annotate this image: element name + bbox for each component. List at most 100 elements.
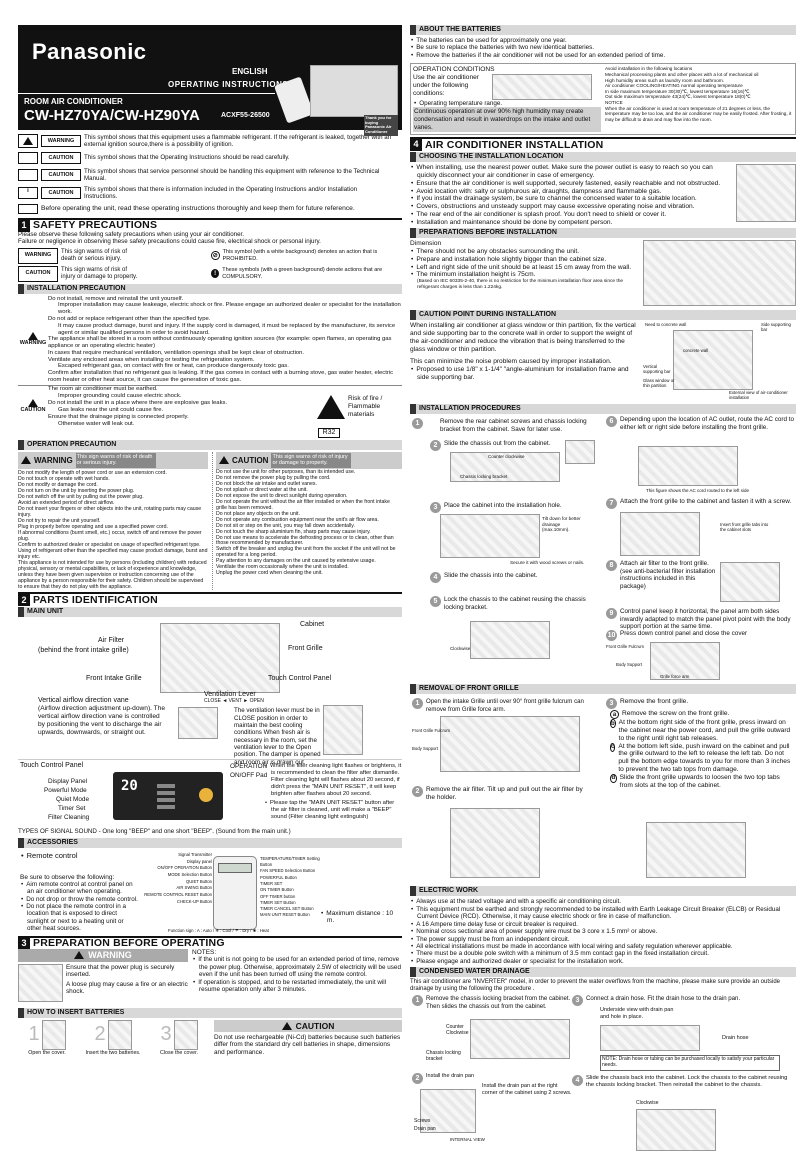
symbol-label: WARNING xyxy=(41,135,81,147)
list-item: Prepare and installation hole slightly b… xyxy=(410,256,640,264)
symbol-list: WARNING This symbol shows that this equi… xyxy=(18,132,402,216)
filter-button[interactable] xyxy=(157,805,175,810)
plug-note: A loose plug may cause a fire or an elec… xyxy=(65,980,188,996)
list-item: Ensure that the drainage piping is conne… xyxy=(48,413,189,420)
caution-point-text: This can minimize the noise problem caus… xyxy=(410,358,612,366)
remote-left-labels: Signal Transmitter Display panel ON/OFF … xyxy=(138,852,212,906)
drainage-header: CONDENSED WATER DRAINAGE xyxy=(410,967,796,978)
touch-control-section: Touch Control Panel Display Panel Powerf… xyxy=(18,759,402,827)
prep-note: (Based on IEC 60335-2-40, there is no re… xyxy=(417,279,624,290)
notes-block: NOTES: If the unit is not going to be us… xyxy=(192,949,402,1006)
list-item: Nominal cross sectional area of power su… xyxy=(410,928,796,935)
label-vent-text: The ventilation lever must be in CLOSE p… xyxy=(234,707,321,766)
step-number: 3 xyxy=(160,1022,172,1045)
fig-label: Need to concrete wall xyxy=(645,322,687,328)
fig-label: Insert front grille tabs into the cabine… xyxy=(720,522,769,533)
remote-photo xyxy=(274,76,314,124)
list-item: Improper grounding could cause electric … xyxy=(58,392,182,399)
cord-note: This figure shows the AC cord routed to … xyxy=(646,488,750,494)
quiet-button[interactable] xyxy=(157,791,175,796)
label-front-intake: Front Intake Grille xyxy=(86,675,142,683)
remote-label: AIR SWING Button xyxy=(176,885,212,891)
list-item: Air conditioner COOLING/HEATING normal o… xyxy=(605,83,743,89)
list-item: Do not modify or damage the cord. xyxy=(18,481,98,488)
list-item: Ventilate any enclosed areas when instal… xyxy=(48,356,255,363)
drainage-intro: This air conditioner are "INVERTER" mode… xyxy=(410,979,780,993)
remote-control-illustration[interactable] xyxy=(213,855,257,930)
caution-legend-text: This sign warns of risk of injury or dam… xyxy=(61,266,138,280)
list-item: Escaped refrigerant gas, on contact with… xyxy=(58,363,289,370)
warning-legend-text: This sign warns of risk of death or seri… xyxy=(61,248,128,262)
symbol-label: CAUTION xyxy=(41,169,81,181)
list-item: Do not place the remote control in a loc… xyxy=(20,903,138,933)
accessories-header: ACCESSORIES xyxy=(18,837,402,848)
list-item: Ventilate the room occasionally where th… xyxy=(216,564,349,571)
touch-panel-title: Touch Control Panel xyxy=(20,762,84,770)
remote-label: QUIET Button xyxy=(186,878,212,884)
list-item: Gas leaks near the unit could cause fire… xyxy=(58,406,164,413)
onoff-pad[interactable] xyxy=(199,788,213,803)
fig-label: Front Grille Fulcrum xyxy=(606,644,644,650)
thankyou-tag: Thank you for buying Panasonic Air Condi… xyxy=(364,115,398,136)
intake-grille-illustration xyxy=(440,716,580,773)
cover-close-illustration xyxy=(173,1019,198,1050)
fig-label: Counter Clockwise xyxy=(446,1024,469,1037)
list-item: Do not add or replace refrigerant other … xyxy=(48,315,211,322)
screw-detail-illustration xyxy=(565,440,595,465)
signal-sound-note: TYPES OF SIGNAL SOUND - One long "BEEP" … xyxy=(18,828,291,836)
dimension-label: Dimension xyxy=(410,240,442,248)
list-item: High humidity areas such as laundry room… xyxy=(605,77,725,83)
list-item: Do not expose the unit to direct sunligh… xyxy=(216,492,348,499)
list-item: When the air conditioner is used at room… xyxy=(605,105,792,123)
symbol-row: CAUTION This symbol shows that service p… xyxy=(18,166,402,184)
powerful-button[interactable] xyxy=(157,784,175,789)
warning-side-label: WARNING xyxy=(18,296,48,384)
remote-control-label: Remote control xyxy=(20,851,78,861)
list-item: Do not switch off the unit by pulling ou… xyxy=(18,493,144,500)
symbol-label: CAUTION xyxy=(41,187,81,199)
touch-label-quiet: Quiet Mode xyxy=(56,796,90,804)
info-icon: i xyxy=(18,187,38,199)
list-item: Pay attention to any damages on the unit… xyxy=(216,558,376,565)
brand-header: Panasonic ENGLISH OPERATING INSTRUCTIONS… xyxy=(18,25,402,136)
list-item: The rear end of the air conditioner is s… xyxy=(410,211,733,219)
list-item: Be sure to replace the batteries with tw… xyxy=(410,44,796,51)
list-item: The appliance shall be stored in a room … xyxy=(48,336,392,350)
section-number: 4 xyxy=(410,138,422,151)
batteries-header: HOW TO INSERT BATTERIES xyxy=(18,1007,402,1018)
battery-step: 3 Close the cover. xyxy=(150,1019,208,1068)
label-air-filter: Air Filter xyxy=(98,637,125,645)
fig-label: Chassis locking bracket xyxy=(426,1050,461,1063)
accessories-section: Remote control Be sure to observe the fo… xyxy=(18,850,402,934)
symbol-text: This symbol shows that the Operating Ins… xyxy=(84,154,290,162)
secure-note: Secure it with wood screws or nails. xyxy=(510,560,585,566)
list-item: The minimum installation height is 75cm. xyxy=(410,271,640,279)
list-item: Do not install, remove and reinstall the… xyxy=(48,295,184,302)
list-item: Do not block the air intake and outlet v… xyxy=(216,480,317,487)
chassis-remove-illustration xyxy=(470,1019,570,1060)
cover-open-illustration xyxy=(41,1019,66,1050)
list-item: Do not place any objects on the unit. xyxy=(216,510,300,517)
fig-label: Front Grille Fulcrum xyxy=(412,728,450,734)
safety-intro: Please observe these following safety pr… xyxy=(18,231,402,246)
onoff-pad-label: ON/OFF Pad xyxy=(230,772,268,780)
list-item: Avoid location with: salty or sulphurous… xyxy=(410,188,733,196)
list-item: If operation is stopped, and to be resta… xyxy=(192,979,402,994)
plug-illustration xyxy=(18,963,63,1002)
remove-grille-header: REMOVAL OF FRONT GRILLE xyxy=(410,684,796,695)
caution-text: Do not use rechargeable (Ni-Cd) batterie… xyxy=(214,1033,401,1056)
symbol-label: CAUTION xyxy=(41,152,81,164)
touch-label-powerful: Powerful Mode xyxy=(44,787,87,795)
symbol-row: CAUTION This symbol shows that the Opera… xyxy=(18,150,402,166)
procedures-header: INSTALLATION PROCEDURES xyxy=(410,404,796,415)
product-type: ROOM AIR CONDITIONER xyxy=(24,97,123,106)
timer-button[interactable] xyxy=(157,798,175,803)
book-icon xyxy=(18,204,38,214)
